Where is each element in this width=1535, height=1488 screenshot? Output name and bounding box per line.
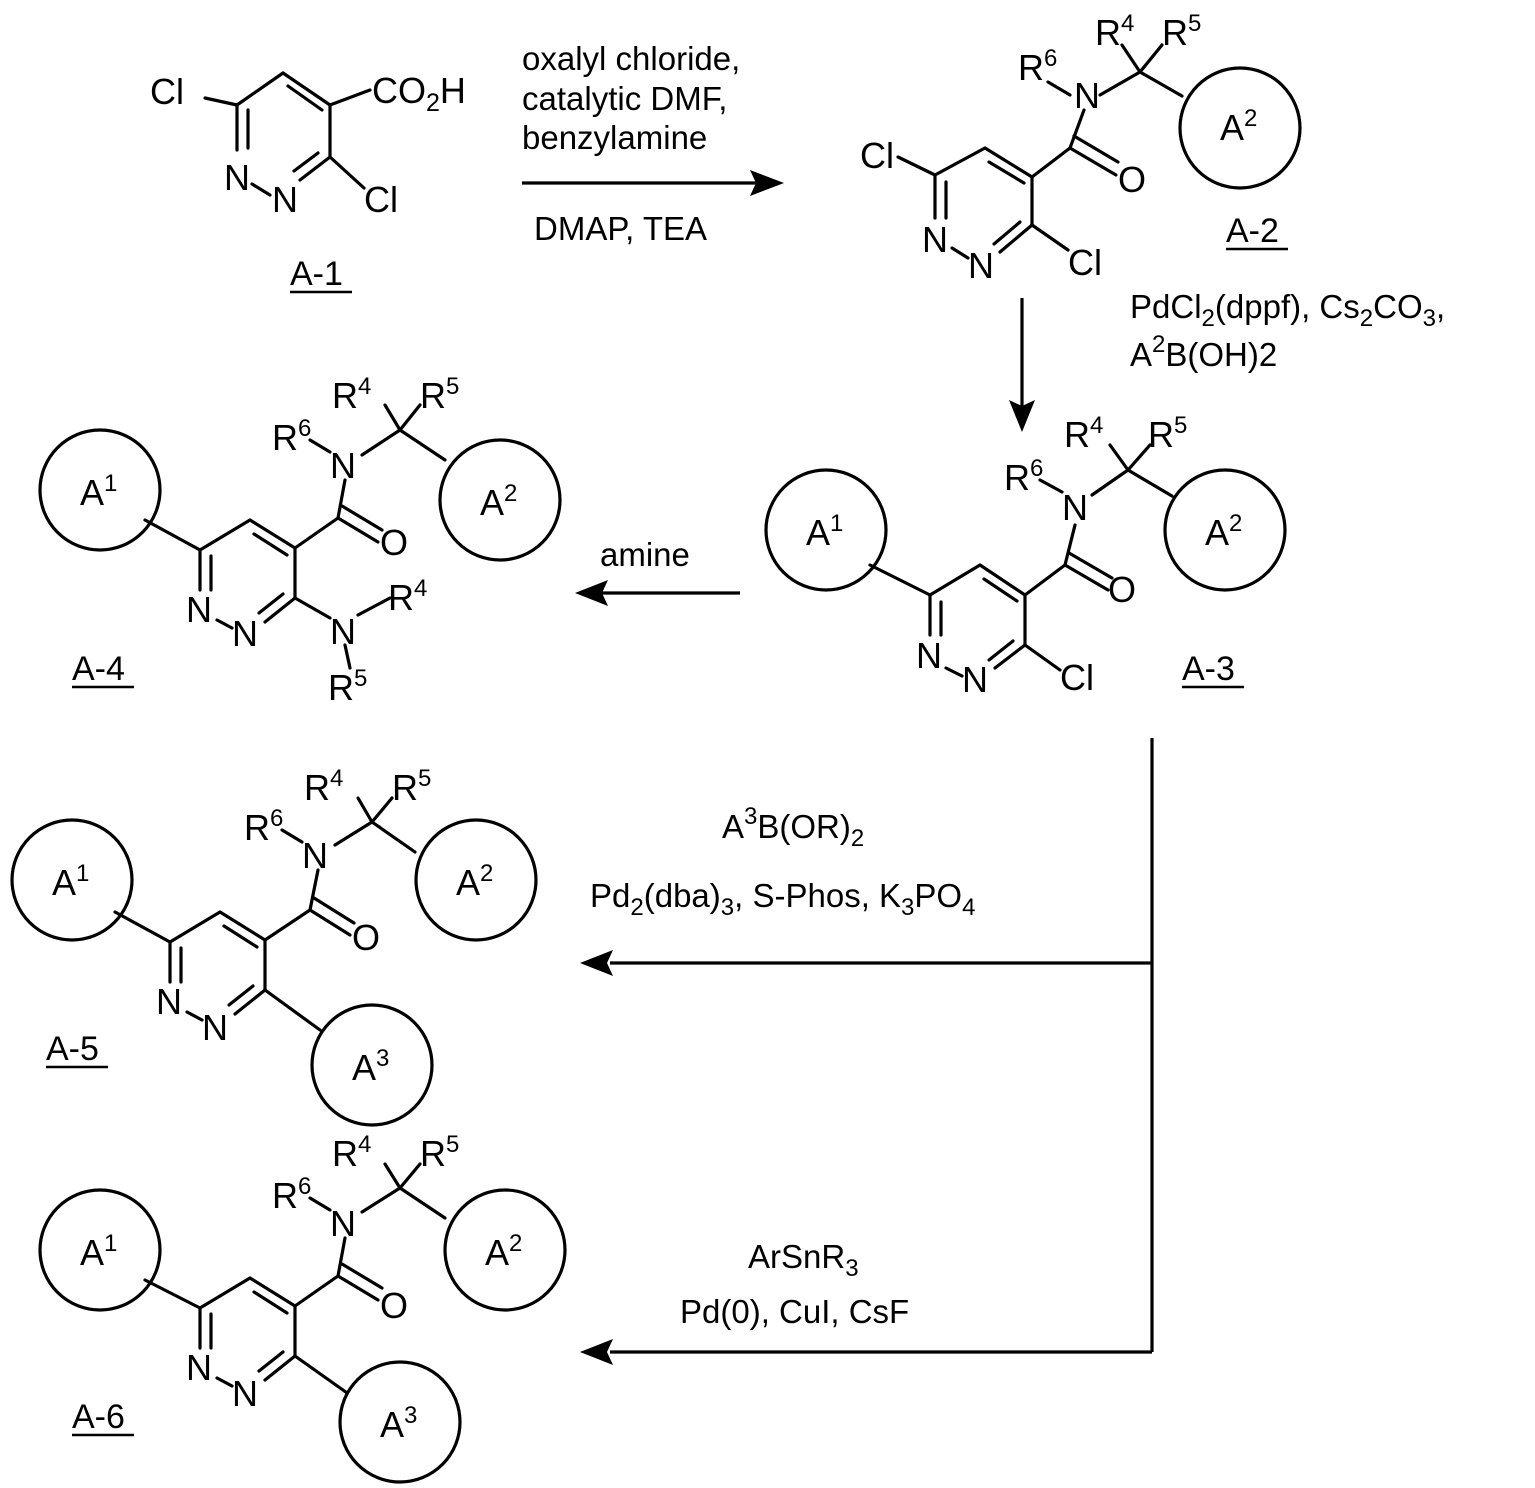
- substituent-r5: R5: [420, 1131, 459, 1174]
- conditions-step5: ArSnR3 Pd(0), CuI, CsF: [680, 1238, 909, 1330]
- substituent-r5: R5: [1162, 10, 1201, 53]
- atom-n: N: [962, 659, 988, 700]
- atom-n: N: [922, 219, 948, 260]
- compound-a4: A1 N N N R4 R5 O N R6 R4 R5 A2 A-4: [40, 373, 560, 708]
- substituent-r4: R4: [332, 373, 371, 416]
- substituent-r4: R4: [1095, 10, 1134, 53]
- atom-o: O: [380, 522, 408, 563]
- arrow-step2: PdCl2(dppf), Cs2CO3, A2B(OH)2: [1009, 288, 1445, 432]
- compound-label: A-5: [46, 1030, 99, 1068]
- substituent-r6: R6: [244, 805, 283, 848]
- condition-text: benzylamine: [522, 119, 707, 156]
- atom-n: N: [1074, 75, 1100, 116]
- atom-o: O: [352, 917, 380, 958]
- substituent-r4: R4: [332, 1131, 371, 1174]
- substituent-r6: R6: [272, 1173, 311, 1216]
- substituent-r5: R5: [420, 373, 459, 416]
- atom-n: N: [968, 245, 994, 286]
- condition-text: catalytic DMF,: [522, 80, 727, 117]
- condition-text: DMAP, TEA: [534, 210, 707, 247]
- compound-a3: A1 N N Cl O N R6 R4 R5 A2 A-3: [766, 412, 1285, 700]
- atom-cl: Cl: [1068, 242, 1102, 283]
- substituent-r4: R4: [388, 575, 427, 618]
- atom-n: N: [330, 445, 356, 486]
- condition-text: Pd2(dba)3, S-Phos, K3PO4: [590, 877, 975, 921]
- compound-label: A-4: [72, 650, 125, 688]
- compound-a2: Cl N N Cl O N R6 R4 R5 A2 A-2: [860, 10, 1300, 286]
- atom-n: N: [272, 179, 298, 220]
- substituent-r4: R4: [1064, 412, 1103, 455]
- atom-o: O: [380, 1285, 408, 1326]
- substituent-r5: R5: [328, 665, 367, 708]
- atom-cl: Cl: [364, 179, 398, 220]
- atom-n: N: [202, 1007, 228, 1048]
- condition-text: PdCl2(dppf), Cs2CO3,: [1130, 288, 1445, 332]
- substituent-r5: R5: [1148, 412, 1187, 455]
- atom-n: N: [224, 157, 250, 198]
- atom-o: O: [1108, 569, 1136, 610]
- substituent-r6: R6: [1018, 45, 1057, 88]
- atom-cl: Cl: [1060, 657, 1094, 698]
- atom-n: N: [302, 835, 328, 876]
- arrow-step1: oxalyl chloride, catalytic DMF, benzylam…: [522, 40, 784, 247]
- atom-n: N: [330, 1203, 356, 1244]
- condition-text: A3B(OR)2: [722, 803, 864, 852]
- atom-cl: Cl: [860, 135, 894, 176]
- conditions-step4: A3B(OR)2 Pd2(dba)3, S-Phos, K3PO4: [590, 803, 975, 921]
- arrow-branch: [580, 738, 1152, 1365]
- condition-text: oxalyl chloride,: [522, 40, 740, 77]
- atom-n: N: [916, 635, 942, 676]
- atom-n: N: [330, 611, 356, 652]
- atom-n: N: [186, 1347, 212, 1388]
- atom-cl: Cl: [150, 71, 184, 112]
- compound-label: A-2: [1226, 212, 1279, 250]
- compound-a5: A1 N N A3 O N R6 R4 R5 A2 A-5: [12, 765, 536, 1125]
- atom-o: O: [1118, 159, 1146, 200]
- compound-label: A-1: [290, 255, 343, 293]
- substituent-r4: R4: [304, 765, 343, 808]
- compound-label: A-3: [1182, 650, 1235, 688]
- condition-text: ArSnR3: [748, 1238, 859, 1282]
- substituent-r5: R5: [392, 765, 431, 808]
- compound-label: A-6: [72, 1398, 125, 1436]
- substituent-r6: R6: [1004, 455, 1043, 498]
- arrow-step3: amine: [575, 536, 740, 606]
- atom-n: N: [156, 981, 182, 1022]
- substituent-r6: R6: [272, 415, 311, 458]
- compound-a6: A1 N N A3 O N R6 R4 R5 A2 A-6: [40, 1131, 565, 1482]
- compound-a1: Cl N N Cl CO2H A-1: [150, 70, 466, 293]
- condition-text: amine: [600, 536, 690, 573]
- atom-n: N: [232, 1373, 258, 1414]
- atom-n: N: [232, 613, 258, 654]
- carboxylic-acid-label: CO2H: [372, 70, 466, 117]
- atom-n: N: [1062, 487, 1088, 528]
- atom-n: N: [186, 589, 212, 630]
- condition-text: A2B(OH)2: [1130, 331, 1277, 373]
- condition-text: Pd(0), CuI, CsF: [680, 1293, 909, 1330]
